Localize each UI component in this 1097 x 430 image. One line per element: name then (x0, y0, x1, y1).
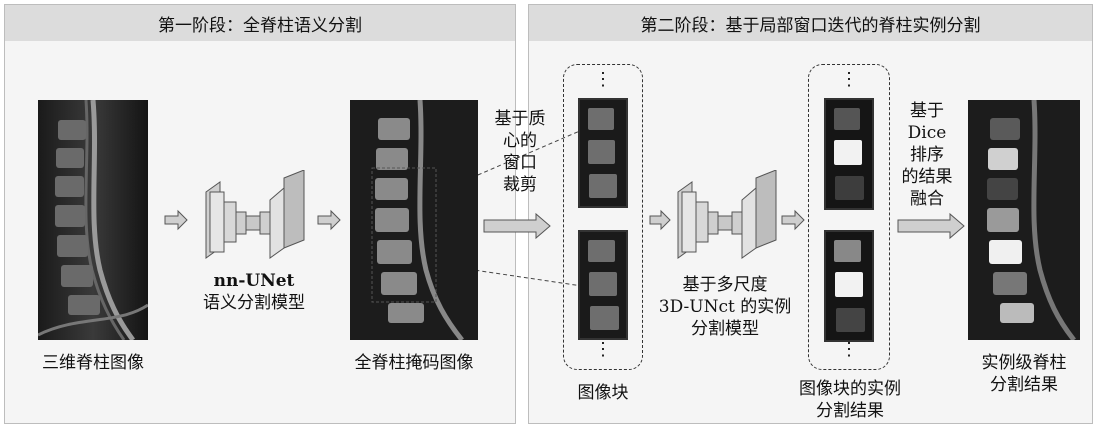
patches-label: 图像块 (577, 383, 629, 403)
crop-text-3: 窗口 (503, 153, 537, 173)
mask-image-label: 全脊柱掩码图像 (354, 353, 474, 373)
fusion-text-3: 排序 (910, 145, 944, 165)
fusion-text-5: 融合 (910, 189, 944, 209)
input-image-label: 三维脊柱图像 (42, 353, 144, 373)
stage1-title: 第一阶段：全脊柱语义分割 (5, 5, 515, 41)
nnunet-label-line1: nn-UNet (213, 271, 295, 291)
crop-text-2: 心的 (503, 131, 537, 151)
patch-results-label-1: 图像块的实例 (799, 379, 901, 399)
mask-mri-image (350, 100, 478, 340)
patches-top-dots: ⋮ (594, 69, 612, 90)
patch-image-1 (578, 98, 628, 208)
model-text-2: 3D-UNct 的实例 (658, 297, 792, 317)
crop-text-1: 基于质 (494, 109, 546, 129)
final-result-label-1: 实例级脊柱 (981, 353, 1067, 373)
model-text-3: 分割模型 (691, 319, 759, 339)
results-top-dots: ⋮ (840, 69, 858, 90)
patch-result-1 (824, 98, 874, 210)
final-result-label-2: 分割结果 (990, 375, 1058, 395)
instance-model-icon (677, 170, 777, 259)
patch-results-label-2: 分割结果 (816, 401, 884, 421)
nnunet-label-line2: 语义分割模型 (203, 293, 305, 313)
results-bottom-dots: ⋮ (840, 339, 858, 360)
fusion-text-2: Dice (907, 123, 947, 143)
final-result-image (968, 100, 1080, 340)
nnunet-model-icon (205, 170, 305, 259)
stage2-title: 第二阶段：基于局部窗口迭代的脊柱实例分割 (529, 5, 1092, 41)
patch-result-2 (824, 230, 874, 342)
model-text-1: 基于多尺度 (682, 275, 768, 295)
patches-group (563, 64, 643, 370)
patches-bottom-dots: ⋮ (594, 339, 612, 360)
fusion-text-1: 基于 (910, 101, 944, 121)
fusion-text-4: 的结果 (901, 167, 953, 187)
crop-text-4: 裁剪 (503, 175, 537, 195)
patch-image-2 (578, 230, 628, 340)
patch-results-group (808, 64, 890, 370)
input-mri-image (38, 100, 148, 340)
